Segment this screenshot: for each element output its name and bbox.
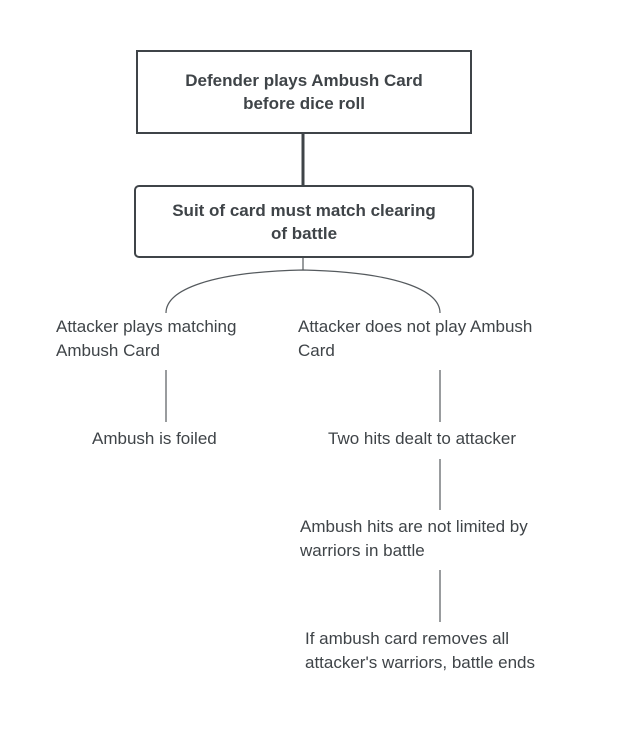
condition-box-line: of battle [270, 223, 338, 243]
outcome-two-hits: Two hits dealt to attacker [328, 427, 516, 451]
outcome-ambush-foiled: Ambush is foiled [92, 427, 217, 451]
condition-box: Suit of card must match clearing of batt… [134, 185, 474, 258]
outcome-line: attacker's warriors, battle ends [305, 653, 536, 672]
outcome-battle-ends: If ambush card removes all attacker's wa… [305, 627, 535, 675]
root-box: Defender plays Ambush Card before dice r… [136, 50, 472, 134]
outcome-line: Ambush is foiled [92, 429, 217, 448]
branch-label-line: Attacker plays matching [56, 317, 237, 336]
root-box-text: Defender plays Ambush Card before dice r… [185, 69, 422, 115]
outcome-line: Ambush hits are not limited by [300, 517, 528, 536]
root-box-line: before dice roll [243, 94, 365, 113]
outcome-hits-not-limited: Ambush hits are not limited by warriors … [300, 515, 528, 563]
outcome-line: If ambush card removes all [305, 629, 510, 648]
connector-branch-arc [165, 269, 441, 314]
condition-box-text: Suit of card must match clearing of batt… [172, 199, 436, 245]
root-box-line: Defender plays Ambush Card [185, 71, 423, 90]
outcome-line: warriors in battle [300, 541, 425, 560]
branch-attacker-plays-matching: Attacker plays matching Ambush Card [56, 315, 236, 363]
branch-label-line: Card [298, 341, 335, 360]
condition-box-line: Suit of card must match clearing [172, 200, 436, 220]
outcome-line: Two hits dealt to attacker [328, 429, 517, 448]
branch-label-line: Ambush Card [56, 341, 160, 360]
branch-label-line: Attacker does not play Ambush [298, 317, 533, 336]
branch-attacker-does-not-play: Attacker does not play Ambush Card [298, 315, 532, 363]
